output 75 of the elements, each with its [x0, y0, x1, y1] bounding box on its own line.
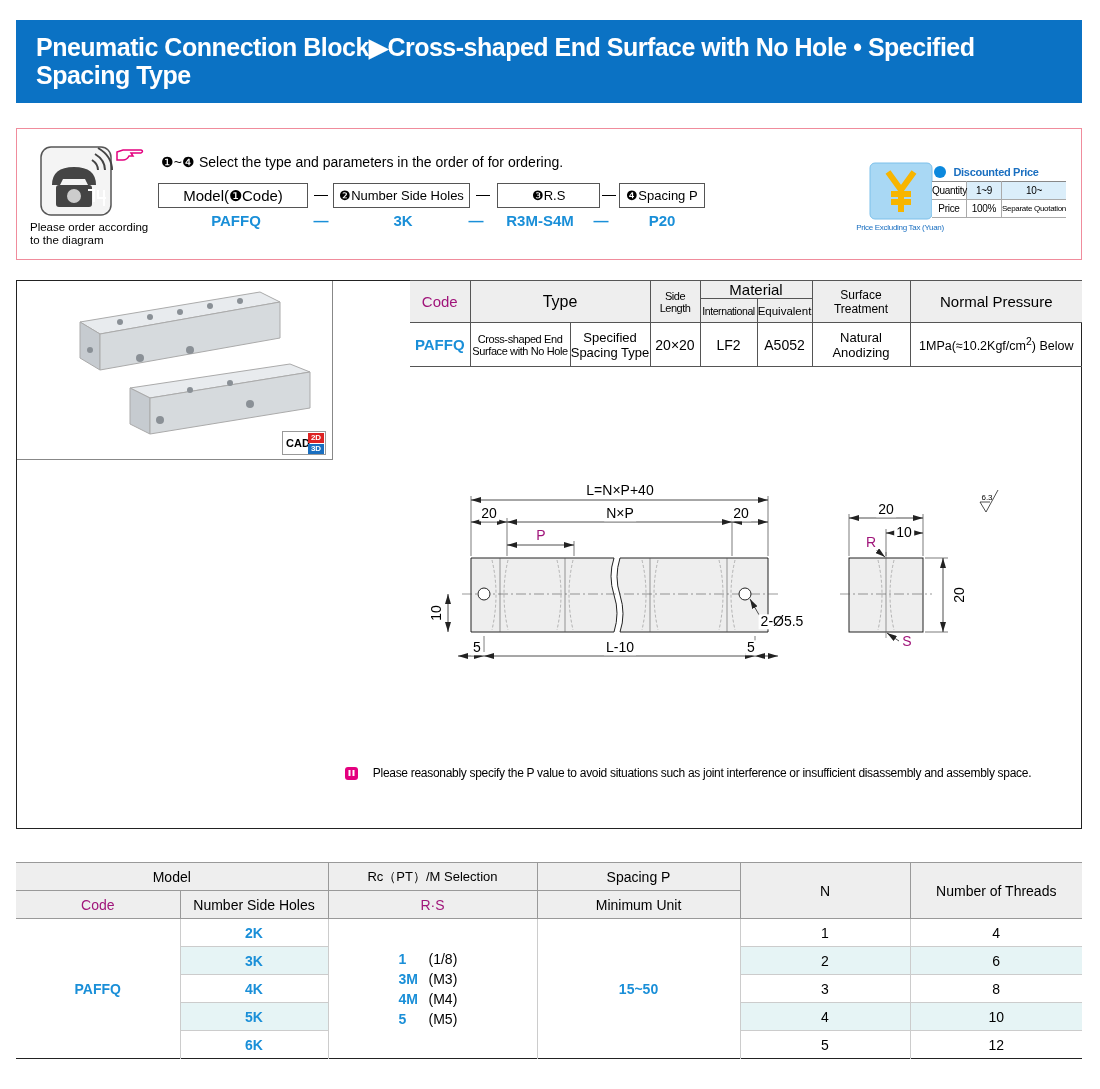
- example-value: R3M-S4M: [506, 212, 574, 230]
- header-cell: Code: [410, 280, 470, 323]
- header-cell: Normal Pressure: [910, 280, 1082, 323]
- separator-dash: —: [314, 187, 328, 203]
- thread-code: 4M: [398, 989, 419, 1009]
- header-cell: Code: [16, 890, 180, 919]
- table-cell: A5052: [757, 322, 812, 367]
- format-tag: 2D: [308, 433, 324, 443]
- thread-size: (M5): [428, 1010, 458, 1027]
- table-cell: Quantity: [932, 181, 967, 200]
- example-value: PAFFQ: [211, 212, 261, 230]
- table-cell: 15~50: [537, 918, 740, 1059]
- instruction-text: ❶~❹ Select the type and parameters in the order of for ordering.: [160, 155, 564, 171]
- title: Pneumatic Connection Block▶Cross-shaped End Surface with No Hole • Specified Spacing Type: [36, 32, 976, 91]
- header-cell: R·S: [328, 890, 537, 919]
- table-cell: Specified Spacing Type: [570, 322, 650, 367]
- order-field-box: ❸R.S: [497, 183, 600, 208]
- thread-code: 5: [398, 1009, 408, 1029]
- table-cell: Natural Anodizing: [812, 322, 910, 367]
- header-cell: Rc（PT）/M Selection: [328, 862, 537, 891]
- dimension-text: N×P: [604, 506, 636, 522]
- header-cell: Number Side Holes: [180, 890, 328, 919]
- header-cell: Minimum Unit: [537, 890, 740, 919]
- header-cell: Type: [470, 280, 650, 323]
- header-cell: N: [740, 862, 910, 919]
- header-cell: Surface Treatment: [812, 280, 910, 323]
- table-cell: 12: [910, 1030, 1082, 1059]
- table-cell: LF2: [700, 322, 757, 367]
- table-cell: 6: [910, 946, 1082, 975]
- table-cell: 10~: [1001, 181, 1066, 200]
- table-cell: PAFFQ: [410, 322, 470, 367]
- price-heading: Discounted Price: [953, 165, 1039, 179]
- separator-dash: —: [468, 212, 484, 230]
- table-cell: 3K: [180, 946, 328, 975]
- table-cell: 6K: [180, 1030, 328, 1059]
- order-field-box: ❹Spacing P: [619, 183, 705, 208]
- order-field-box: Model(❶Code): [158, 183, 308, 208]
- separator-dash: —: [593, 212, 609, 230]
- thread-size: (1/8): [428, 950, 458, 967]
- thread-code: 3M: [398, 969, 419, 989]
- format-tag: 3D: [308, 444, 324, 454]
- dimension-text: 5: [471, 640, 483, 656]
- dimension-text: 20: [479, 506, 499, 522]
- table-cell: PAFFQ: [16, 918, 180, 1059]
- header-cell: Material: [700, 280, 812, 299]
- dimension-text: 20: [876, 502, 896, 518]
- dimension-text: L-10: [604, 640, 636, 656]
- dimension-text: 20: [731, 506, 751, 522]
- thread-size: (M4): [428, 990, 458, 1007]
- header-cell: Model: [16, 862, 328, 891]
- separator-dash: —: [602, 187, 616, 203]
- note-text: Please reasonably specify the P value to avoid situations such as joint interference or insufficient disassembly and assembly space.: [372, 767, 1032, 781]
- table-cell: 4: [740, 1002, 910, 1031]
- table-cell: 10: [910, 1002, 1082, 1031]
- note-text: Please order according to the diagram: [30, 221, 150, 247]
- header-cell: Side Length: [650, 280, 700, 323]
- table-cell: 2: [740, 946, 910, 975]
- table-cell: 1~9: [966, 181, 1002, 200]
- caption-text: Price Excluding Tax (Yuan): [856, 223, 944, 233]
- order-field-box: ❷Number Side Holes: [333, 183, 470, 208]
- table-cell: 20×20: [650, 322, 700, 367]
- table-cell: 5K: [180, 1002, 328, 1031]
- header-cell: Spacing P: [537, 862, 740, 891]
- separator-dash: —: [476, 187, 490, 203]
- thread-size: (M3): [428, 970, 458, 987]
- separator-dash: —: [313, 212, 329, 230]
- table-cell: Cross-shaped End Surface with No Hole: [470, 322, 570, 367]
- example-value: 3K: [393, 212, 413, 230]
- dimension-text: 5: [745, 640, 757, 656]
- thread-code: 1: [398, 949, 408, 969]
- roughness-value: 6.3: [981, 493, 993, 503]
- header-cell: Number of Threads: [910, 862, 1082, 919]
- example-value: P20: [648, 212, 676, 230]
- dimension-text: 2-Ø5.5: [758, 614, 806, 630]
- table-cell: 5: [740, 1030, 910, 1059]
